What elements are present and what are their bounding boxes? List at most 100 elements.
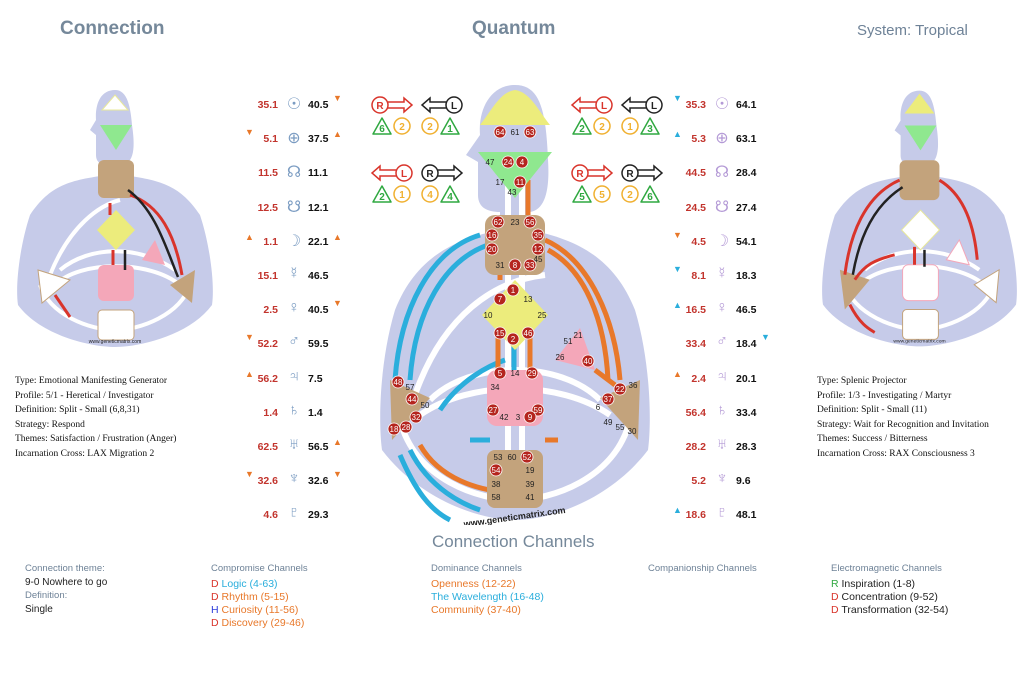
triangle-number-icon: 2 bbox=[572, 117, 592, 135]
right-type: Type: Splenic Projector bbox=[817, 376, 907, 386]
svg-text:2: 2 bbox=[427, 122, 433, 133]
svg-text:1: 1 bbox=[399, 190, 405, 201]
planet-row: 15.1☿46.5 bbox=[240, 265, 350, 300]
personality-value: 1.4 bbox=[308, 406, 323, 419]
earth-icon: ⊕ bbox=[287, 130, 301, 148]
triangle-down-icon: ▼ bbox=[673, 229, 682, 240]
triangle-number-icon: 4 bbox=[440, 185, 460, 203]
gate-spleen: 28 bbox=[399, 420, 413, 434]
svg-text:6: 6 bbox=[647, 192, 653, 203]
channel-name: Discovery (29-46) bbox=[221, 617, 305, 629]
svg-text:12: 12 bbox=[534, 245, 543, 254]
planet-row: 33.4♂18.4▼ bbox=[668, 332, 778, 368]
design-value: 24.5 bbox=[685, 201, 706, 214]
design-value: 33.4 bbox=[685, 338, 706, 351]
svg-text:40: 40 bbox=[584, 357, 593, 366]
channel-name: Logic (4-63) bbox=[221, 578, 278, 590]
gate-spleen: 50 bbox=[421, 401, 430, 410]
right-profile: Profile: 1/3 - Investigating / Martyr bbox=[817, 390, 952, 401]
svg-text:32: 32 bbox=[412, 413, 421, 422]
personality-value: 37.5 bbox=[308, 133, 329, 146]
planet-row: 28.2♅28.3 bbox=[668, 435, 778, 471]
saturn-icon: ♄ bbox=[288, 401, 300, 419]
gate-ajna: 24 bbox=[501, 155, 515, 169]
svg-text:53: 53 bbox=[494, 453, 503, 462]
svg-text:31: 31 bbox=[496, 261, 505, 270]
definition-value: Single bbox=[25, 604, 53, 615]
left-profile: Profile: 5/1 - Heretical / Investigator bbox=[15, 390, 154, 401]
circle-number-icon: 5 bbox=[593, 185, 611, 203]
gate-spleen: 18 bbox=[387, 422, 401, 436]
svg-text:1: 1 bbox=[447, 124, 453, 135]
dominance-heading: Dominance Channels bbox=[431, 563, 522, 574]
arrow-right-icon: R bbox=[571, 164, 614, 182]
svg-text:52: 52 bbox=[523, 453, 532, 462]
right-watermark: www.geneticmatrix.com bbox=[893, 338, 945, 344]
svg-text:24: 24 bbox=[504, 158, 513, 167]
svg-text:10: 10 bbox=[484, 311, 493, 320]
personality-value: 40.5 bbox=[308, 99, 329, 111]
electromagnetic-heading: Electromagnetic Channels bbox=[831, 563, 942, 574]
gate-throat: 31 bbox=[496, 261, 505, 270]
planet-row: 11.5☊11.1 bbox=[240, 163, 350, 197]
personality-value: 33.4 bbox=[736, 406, 757, 419]
gate-throat: 20 bbox=[485, 242, 499, 256]
svg-text:22: 22 bbox=[616, 385, 625, 394]
svg-text:50: 50 bbox=[421, 401, 430, 410]
right-themes: Themes: Success / Bitterness bbox=[817, 434, 928, 445]
triangle-down-icon: ▼ bbox=[333, 298, 342, 309]
channel-name: Concentration (9-52) bbox=[841, 591, 938, 603]
design-value: 5.1 bbox=[263, 133, 278, 146]
circle-number-icon: 4 bbox=[421, 185, 439, 203]
gate-root: 38 bbox=[492, 480, 501, 489]
variable-row: L R 2 1 4 4 bbox=[370, 163, 470, 203]
channel-item: The Wavelength (16-48) bbox=[431, 591, 544, 604]
design-value: 15.1 bbox=[257, 269, 278, 282]
planet-row: ▲18.6♇48.1 bbox=[668, 504, 778, 539]
triangle-down-icon: ▼ bbox=[673, 263, 682, 274]
triangle-down-icon: ▼ bbox=[245, 469, 254, 480]
design-value: 4.6 bbox=[263, 509, 278, 522]
channel-prefix: D bbox=[211, 591, 219, 603]
personality-value: 46.5 bbox=[308, 269, 329, 282]
gate-g: 7 bbox=[493, 292, 507, 306]
triangle-down-icon: ▼ bbox=[333, 93, 342, 103]
left-person-info: Type: Emotional Manifesting Generator Pr… bbox=[15, 374, 176, 462]
triangle-down-icon: ▼ bbox=[761, 332, 770, 343]
left-definition: Definition: Split - Small (6,8,31) bbox=[15, 405, 140, 416]
gate-ego: 51 bbox=[564, 337, 573, 346]
svg-text:5: 5 bbox=[579, 192, 585, 203]
planet-row: ▲56.2♃7.5 bbox=[240, 367, 350, 403]
gate-solar: 30 bbox=[628, 427, 637, 436]
compromise-heading: Compromise Channels bbox=[211, 563, 308, 574]
gate-solar: 36 bbox=[629, 381, 638, 390]
uranus-icon: ♅ bbox=[288, 435, 300, 453]
personality-value: 48.1 bbox=[736, 509, 757, 522]
channel-name: Transformation (32-54) bbox=[841, 604, 949, 616]
gate-root: 60 bbox=[508, 453, 517, 462]
svg-text:49: 49 bbox=[604, 418, 613, 427]
jupiter-icon: ♃ bbox=[288, 367, 300, 385]
gate-head: 64 bbox=[493, 125, 507, 139]
personality-value: 28.3 bbox=[736, 440, 757, 453]
svg-text:54: 54 bbox=[492, 466, 501, 475]
channel-item: H Curiosity (11-56) bbox=[211, 604, 304, 617]
svg-text:14: 14 bbox=[511, 369, 520, 378]
right-person-info: Type: Splenic Projector Profile: 1/3 - I… bbox=[817, 374, 989, 462]
system-label: System: Tropical bbox=[857, 22, 968, 39]
design-value: 5.2 bbox=[691, 475, 706, 488]
gate-sacral: 3 bbox=[516, 413, 521, 422]
svg-text:R: R bbox=[626, 169, 634, 180]
arrow-right-icon: R bbox=[371, 96, 414, 114]
uranus-icon: ♅ bbox=[716, 435, 728, 453]
svg-text:57: 57 bbox=[406, 383, 415, 392]
companionship-heading: Companionship Channels bbox=[648, 563, 757, 574]
moon-icon: ☽ bbox=[714, 232, 730, 250]
svg-text:58: 58 bbox=[492, 493, 501, 502]
svg-text:L: L bbox=[451, 101, 457, 112]
gate-throat: 62 bbox=[491, 215, 505, 229]
planet-row: ▼5.1⊕37.5▲ bbox=[240, 127, 350, 163]
planet-row: 2.5♀40.5▼ bbox=[240, 298, 350, 334]
triangle-number-icon: 6 bbox=[372, 117, 392, 135]
